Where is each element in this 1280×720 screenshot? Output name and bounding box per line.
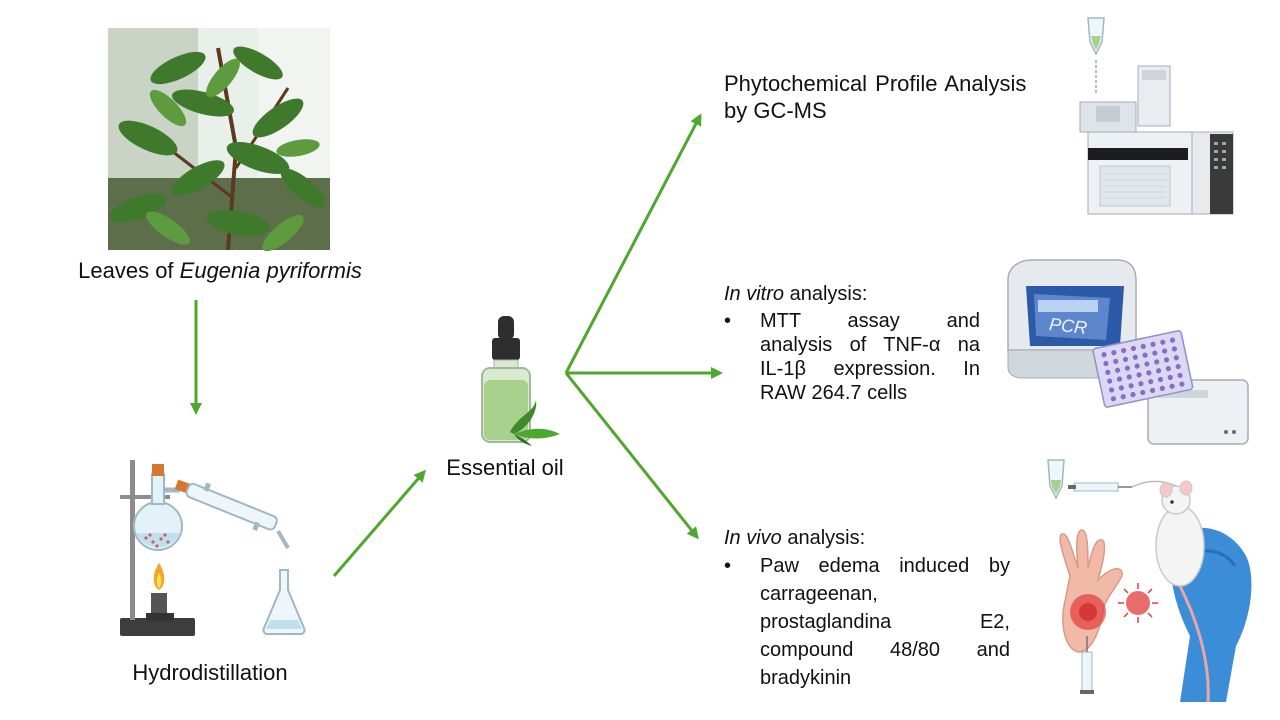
invivo-title-rest: analysis:	[781, 527, 866, 549]
invivo-line-5: bradykinin	[760, 667, 852, 689]
invitro-line-1: MTT assay and	[760, 310, 980, 332]
invivo-line-2: carrageenan,	[760, 583, 878, 605]
gcms-line1: Phytochemical Profile Analysis	[724, 71, 1027, 96]
invitro-title: In vitro analysis:	[724, 282, 980, 306]
gcms-text: Phytochemical Profile Analysis by GC-MS	[724, 70, 1044, 124]
invivo-line-4: compound 48/80 and	[760, 639, 1010, 661]
pcr-label: PCR	[1048, 314, 1088, 338]
invivo-line-1: Paw edema induced by	[760, 555, 1010, 577]
invitro-bullet-item: • MTT assay and analysis of TNF-α na IL-…	[724, 309, 980, 405]
invivo-title-italic: In vivo	[724, 527, 782, 549]
leaves-caption: Leaves of Eugenia pyriformis	[40, 258, 400, 284]
invivo-bullet: •	[724, 555, 732, 577]
species-name: Eugenia pyriformis	[179, 258, 362, 283]
oil-caption: Essential oil	[446, 455, 564, 480]
invivo-line-3: prostaglandina E2,	[760, 611, 1010, 633]
leaves-photo	[108, 28, 330, 252]
invitro-title-italic: In vitro	[724, 283, 785, 305]
invivo-block: In vivo analysis: • Paw edema induced by…	[724, 526, 1010, 690]
invitro-block: In vitro analysis: • MTT assay and analy…	[724, 282, 980, 405]
arrow-oil-to-gcms	[564, 113, 702, 374]
gcms-line2: by GC-MS	[724, 98, 827, 123]
essential-oil-bottle-icon	[481, 316, 560, 446]
hydrodistillation-apparatus-icon	[120, 460, 306, 636]
invitro-line-4: RAW 264.7 cells	[760, 382, 908, 404]
gcms-instrument-icon	[1079, 17, 1234, 215]
invitro-title-rest: analysis:	[784, 283, 868, 305]
mouse-paw-injection-icon	[1047, 459, 1252, 703]
leaves-caption-prefix: Leaves of	[78, 258, 180, 283]
invitro-line-3: IL-1β expression. In	[760, 358, 980, 380]
pcr-machine-icon: PCR	[1007, 259, 1249, 445]
arrow-hydro-to-oil	[332, 469, 426, 577]
invitro-line-2: analysis of TNF-α na	[760, 334, 980, 356]
arrow-oil-to-invivo	[564, 372, 699, 540]
invivo-title: In vivo analysis:	[724, 526, 1010, 550]
invivo-bullet-item: • Paw edema induced by carrageenan, pros…	[724, 554, 1010, 690]
invitro-bullet: •	[724, 310, 732, 332]
hydro-caption: Hydrodistillation	[132, 660, 288, 685]
